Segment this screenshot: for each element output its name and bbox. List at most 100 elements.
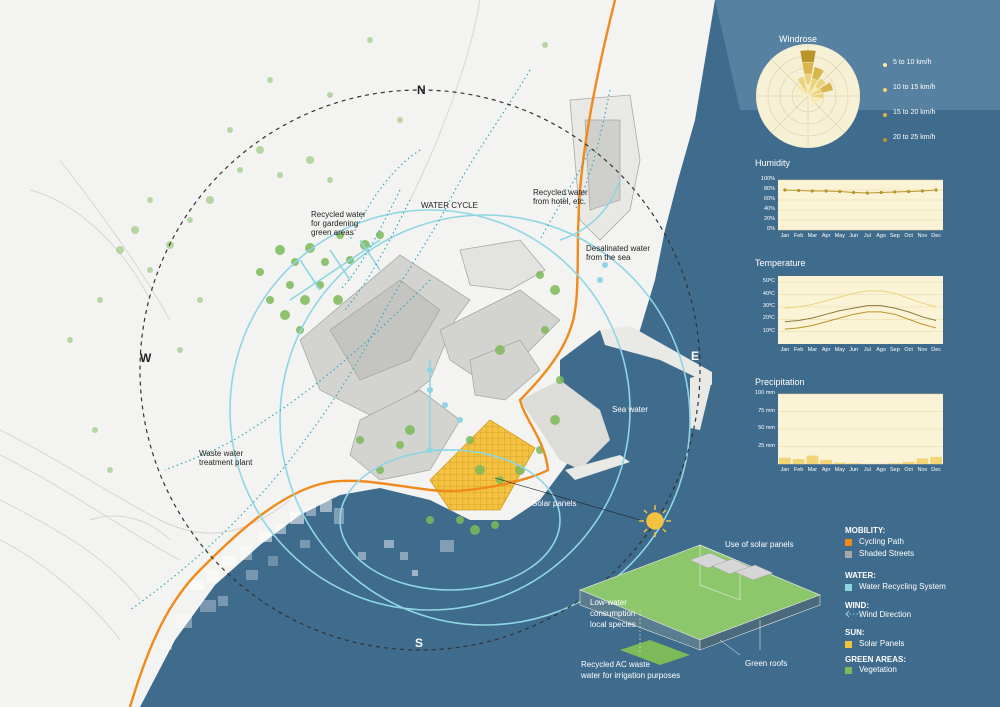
humidity-xtick-7: Ago <box>876 233 887 239</box>
precipitation-chart <box>778 393 943 465</box>
precipitation-xtick-9: Oct <box>904 467 913 473</box>
temperature-series-0 <box>784 290 937 309</box>
humidity-xtick-4: May <box>834 233 846 239</box>
humidity-line <box>784 189 937 194</box>
windrose-petal-9 <box>807 88 822 97</box>
windrose-legend-dot-4 <box>883 138 887 142</box>
legend-water-title: WATER: <box>845 571 876 580</box>
solar-panels-label: Solar panels <box>532 499 577 508</box>
legend-shaded-label: Shaded Streets <box>859 549 915 558</box>
legend-shaded-swatch <box>845 551 852 558</box>
humidity-ytick-3: 40% <box>763 206 775 212</box>
recycled-hotel-line1: Recycled water <box>533 188 588 197</box>
buildings <box>299 94 641 481</box>
humidity-xtick-5: Jun <box>849 233 859 239</box>
humidity-xtick-10: Nov <box>917 233 928 239</box>
use-solar-label: Use of solar panels <box>725 540 794 549</box>
windrose-petal-14 <box>796 84 809 97</box>
windrose-title: Windrose <box>779 34 818 44</box>
precipitation-bar-10 <box>916 458 929 464</box>
humidity-xtick-6: Jul <box>863 233 871 239</box>
green-roof-building-model <box>578 544 822 665</box>
humidity-title: Humidity <box>755 158 791 168</box>
precipitation-bar-3 <box>820 459 832 464</box>
temperature-xtick-7: Ago <box>876 347 887 353</box>
humidity-chart <box>778 179 943 231</box>
temperature-series-2 <box>784 311 937 330</box>
humidity-point-9 <box>907 189 911 194</box>
precipitation-ytick-0: 100 mm <box>755 390 775 396</box>
precipitation-title: Precipitation <box>755 377 805 387</box>
temperature-xtick-10: Nov <box>917 347 928 353</box>
precipitation-bar-1 <box>792 459 805 464</box>
temperature-xtick-1: Feb <box>793 347 804 353</box>
precipitation-xtick-11: Dec <box>931 467 942 473</box>
legend-green-swatch <box>845 667 852 674</box>
temperature-ytick-3: 20ºC <box>762 315 775 322</box>
cycling-path <box>128 0 617 707</box>
humidity-ytick-0: 100% <box>760 176 775 182</box>
windrose-petals <box>796 49 834 105</box>
humidity-point-4 <box>838 189 842 194</box>
humidity-xtick-2: Mar <box>807 233 818 239</box>
solar-leader-line <box>494 477 641 521</box>
wind-arrow-icon <box>845 610 860 618</box>
solar-panel-field <box>429 419 536 511</box>
windrose-petal-13 <box>796 76 809 97</box>
precipitation-bar-2 <box>806 455 819 464</box>
temperature-ytick-4: 10ºC <box>762 327 775 334</box>
recycled-hotel-line2: from hotel, etc. <box>533 197 586 206</box>
compass-west: W <box>140 351 152 365</box>
windrose-legend-2: 10 to 15 km/h <box>893 84 936 91</box>
recycled-ac-line1: Recycled AC waste <box>581 660 650 669</box>
wind-direction-lines <box>129 69 611 611</box>
precipitation-ytick-3: 25 mm <box>758 442 775 449</box>
low-water-line2: consumption <box>590 609 636 618</box>
temperature-xtick-9: Oct <box>904 347 913 353</box>
legend-sun-title: SUN: <box>845 628 865 637</box>
windrose-legend-3: 15 to 20 km/h <box>893 109 936 116</box>
humidity-point-5 <box>852 190 856 195</box>
temperature-xtick-4: May <box>834 347 846 353</box>
water-recycling-system <box>229 179 691 626</box>
compass-south: S <box>415 636 424 650</box>
compass-east: E <box>691 349 700 363</box>
legend-cycling-label: Cycling Path <box>859 537 904 546</box>
scattered-trees <box>67 37 548 473</box>
precipitation-xtick-5: Jun <box>849 467 859 473</box>
precipitation-xtick-1: Feb <box>793 467 804 473</box>
temperature-xtick-2: Mar <box>807 347 818 353</box>
windrose-legend-1: 5 to 10 km/h <box>893 59 932 66</box>
temperature-series-1 <box>784 305 937 323</box>
windrose-legend-dot-3 <box>883 113 887 117</box>
humidity-point-10 <box>920 189 924 193</box>
legend-water-label: Water Recycling System <box>859 582 946 591</box>
water-cycle-label: WATER CYCLE <box>421 201 478 210</box>
precipitation-xtick-4: May <box>834 467 846 473</box>
legend-mobility-title: MOBILITY: <box>845 526 886 535</box>
humidity-point-3 <box>824 189 828 193</box>
water-nodes <box>427 262 608 453</box>
recycled-garden-line3: green areas <box>311 228 354 237</box>
temperature-title: Temperature <box>755 258 806 268</box>
sea-area <box>140 0 1000 707</box>
humidity-xtick-3: Apr <box>821 233 831 239</box>
humidity-ytick-2: 60% <box>763 196 775 202</box>
temperature-chart <box>778 276 943 344</box>
low-water-line1: Low-water <box>590 598 627 607</box>
legend-sun-label: Solar Panels <box>859 639 905 648</box>
shallow-water-tiles <box>160 500 454 650</box>
humidity-point-8 <box>893 190 897 194</box>
humidity-point-6 <box>865 191 869 195</box>
sea-water-label: Sea water <box>612 405 649 414</box>
precipitation-bar-9 <box>902 461 915 464</box>
temperature-xtick-6: Jul <box>863 347 871 353</box>
precipitation-ytick-1: 75 mm <box>758 407 775 414</box>
windrose-legend-dot-1 <box>883 63 887 67</box>
recycled-ac-line2: water for irrigation purposes <box>581 671 681 680</box>
precipitation-xtick-10: Nov <box>917 467 928 473</box>
legend-wind-label: Wind Direction <box>859 610 912 619</box>
recycled-garden-line2: for gardening <box>311 219 359 228</box>
compass-north: N <box>417 83 426 97</box>
